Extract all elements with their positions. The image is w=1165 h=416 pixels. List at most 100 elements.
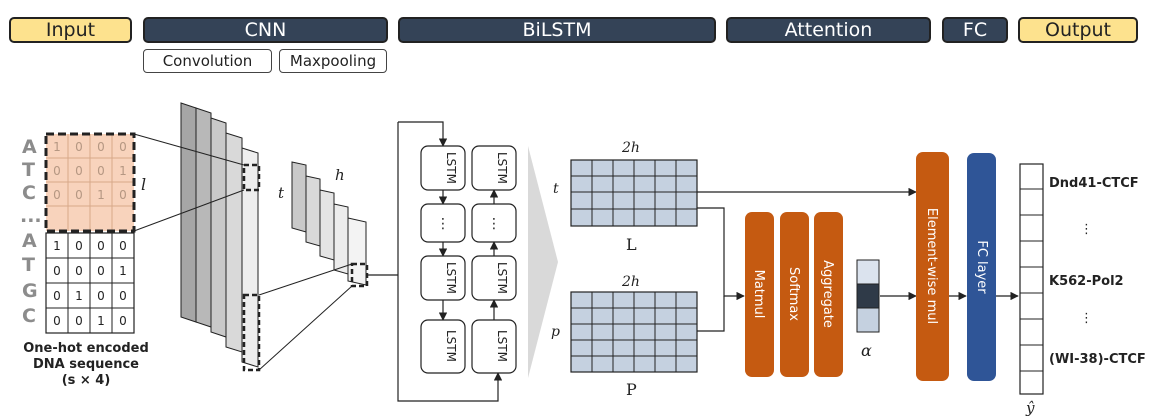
lstm-label: LSTM xyxy=(444,330,458,362)
kernel-matrix-values: 1 0 0 0 0 0 0 1 0 0 1 0 xyxy=(53,140,127,202)
matrix-L-t-label: t xyxy=(553,181,559,197)
cell: 0 xyxy=(119,140,127,154)
output-label: (WI-38)-CTCF xyxy=(1049,352,1146,367)
cell: 0 xyxy=(97,264,105,278)
letter: T xyxy=(22,159,35,181)
kernel-projection-lines xyxy=(133,133,245,232)
cell: 0 xyxy=(53,264,61,278)
alpha-label: α xyxy=(861,341,872,360)
output-label: K562-Pol2 xyxy=(1049,274,1124,289)
lstm-cells xyxy=(420,145,517,374)
cell: 0 xyxy=(53,289,61,303)
lstm-label: LSTM xyxy=(495,330,509,362)
input-letters: A T C ... A T G C xyxy=(20,136,42,327)
matrix-P xyxy=(570,291,698,373)
cnn-sub-maxpooling: Maxpooling xyxy=(279,49,387,73)
letter: A xyxy=(22,136,37,158)
caption-line: DNA sequence xyxy=(33,357,139,372)
cell: 0 xyxy=(119,314,127,328)
conv-feature-maps xyxy=(180,102,259,368)
stage-fc: FC xyxy=(942,17,1008,43)
op-softmax-label: Softmax xyxy=(786,267,801,321)
cell: 0 xyxy=(53,164,61,178)
stage-fc-label: FC xyxy=(962,19,988,41)
cell: 1 xyxy=(53,239,61,253)
cell: 0 xyxy=(97,140,105,154)
caption-line: One-hot encoded xyxy=(23,341,149,356)
stage-input-label: Input xyxy=(45,19,96,41)
letter: C xyxy=(22,305,36,327)
input-caption: One-hot encoded DNA sequence (s × 4) xyxy=(23,341,149,388)
output-label: Dnd41-CTCF xyxy=(1049,176,1139,191)
cell: 0 xyxy=(53,314,61,328)
lstm-label: LSTM xyxy=(495,262,509,294)
pool-feature-maps xyxy=(291,161,367,286)
cell: 0 xyxy=(75,314,83,328)
cell: 0 xyxy=(75,264,83,278)
stage-cnn-label: CNN xyxy=(244,19,287,41)
matrix-L xyxy=(570,159,698,227)
letter: ... xyxy=(20,205,42,227)
bilstm-routing xyxy=(368,121,503,402)
t-dimension-label: t xyxy=(278,184,285,202)
stage-output-label: Output xyxy=(1045,19,1111,41)
lstm-label: LSTM xyxy=(444,152,458,184)
stage-input: Input xyxy=(9,17,132,43)
op-aggregate-label: Aggregate xyxy=(820,260,835,328)
cell: 1 xyxy=(97,188,105,202)
lstm-ellipsis: ⋮ ⋮ xyxy=(436,216,501,232)
output-labels: Dnd41-CTCF ⋮ K562-Pol2 ⋮ (WI-38)-CTCF xyxy=(1049,176,1146,367)
cnn-sub-convolution: Convolution xyxy=(143,49,272,73)
maxpooling-label: Maxpooling xyxy=(289,52,377,70)
cell: 0 xyxy=(119,239,127,253)
cell: 0 xyxy=(97,164,105,178)
cell: 1 xyxy=(119,164,127,178)
stage-attention: Attention xyxy=(726,17,931,43)
attention-op-labels: Matmul Softmax Aggregate Element-wise mu… xyxy=(751,208,939,328)
fc-layer-block xyxy=(967,153,996,381)
cell: 0 xyxy=(75,164,83,178)
kernel-matrix xyxy=(44,132,136,233)
stage-output: Output xyxy=(1018,17,1138,43)
cell: 0 xyxy=(75,188,83,202)
lstm-label: LSTM xyxy=(444,262,458,294)
matrix-P-name: P xyxy=(626,380,637,399)
matrix-L-width-label: 2h xyxy=(621,140,640,156)
caption-line: (s × 4) xyxy=(62,373,111,388)
attention-connectors xyxy=(697,187,1019,332)
output-vector xyxy=(1019,163,1044,395)
transition-arrow xyxy=(528,146,558,378)
alpha-vector xyxy=(856,259,880,333)
letter: G xyxy=(22,280,38,302)
pool-window xyxy=(350,262,369,288)
cell: 0 xyxy=(53,188,61,202)
cell: 1 xyxy=(53,140,61,154)
letter: A xyxy=(22,230,37,252)
convolution-label: Convolution xyxy=(162,52,253,70)
conv-window-top xyxy=(242,163,261,192)
cell: 0 xyxy=(119,188,127,202)
yhat-label: ŷ xyxy=(1025,399,1035,416)
elementwise-mul-label: Element-wise mul xyxy=(924,208,939,324)
op-matmul-label: Matmul xyxy=(751,270,766,319)
onehot-matrix xyxy=(45,232,135,334)
kernel-length-label: l xyxy=(141,175,146,194)
cell: 1 xyxy=(97,314,105,328)
cell: 1 xyxy=(119,264,127,278)
stage-cnn: CNN xyxy=(143,17,388,43)
pool-projection-lines xyxy=(258,263,353,371)
output-dots: ⋮ xyxy=(1080,222,1093,237)
cell: 1 xyxy=(75,289,83,303)
cell: 0 xyxy=(119,289,127,303)
lstm-label: LSTM xyxy=(495,152,509,184)
matrix-P-p-label: p xyxy=(551,324,560,340)
matrix-P-width-label: 2h xyxy=(621,274,640,290)
letter: C xyxy=(22,182,36,204)
fc-layer-label: FC layer xyxy=(974,240,989,294)
letter: T xyxy=(22,254,35,276)
matrix-L-name: L xyxy=(626,235,637,254)
output-dots: ⋮ xyxy=(1080,311,1093,326)
cell: 0 xyxy=(75,140,83,154)
stage-attention-label: Attention xyxy=(784,19,873,41)
